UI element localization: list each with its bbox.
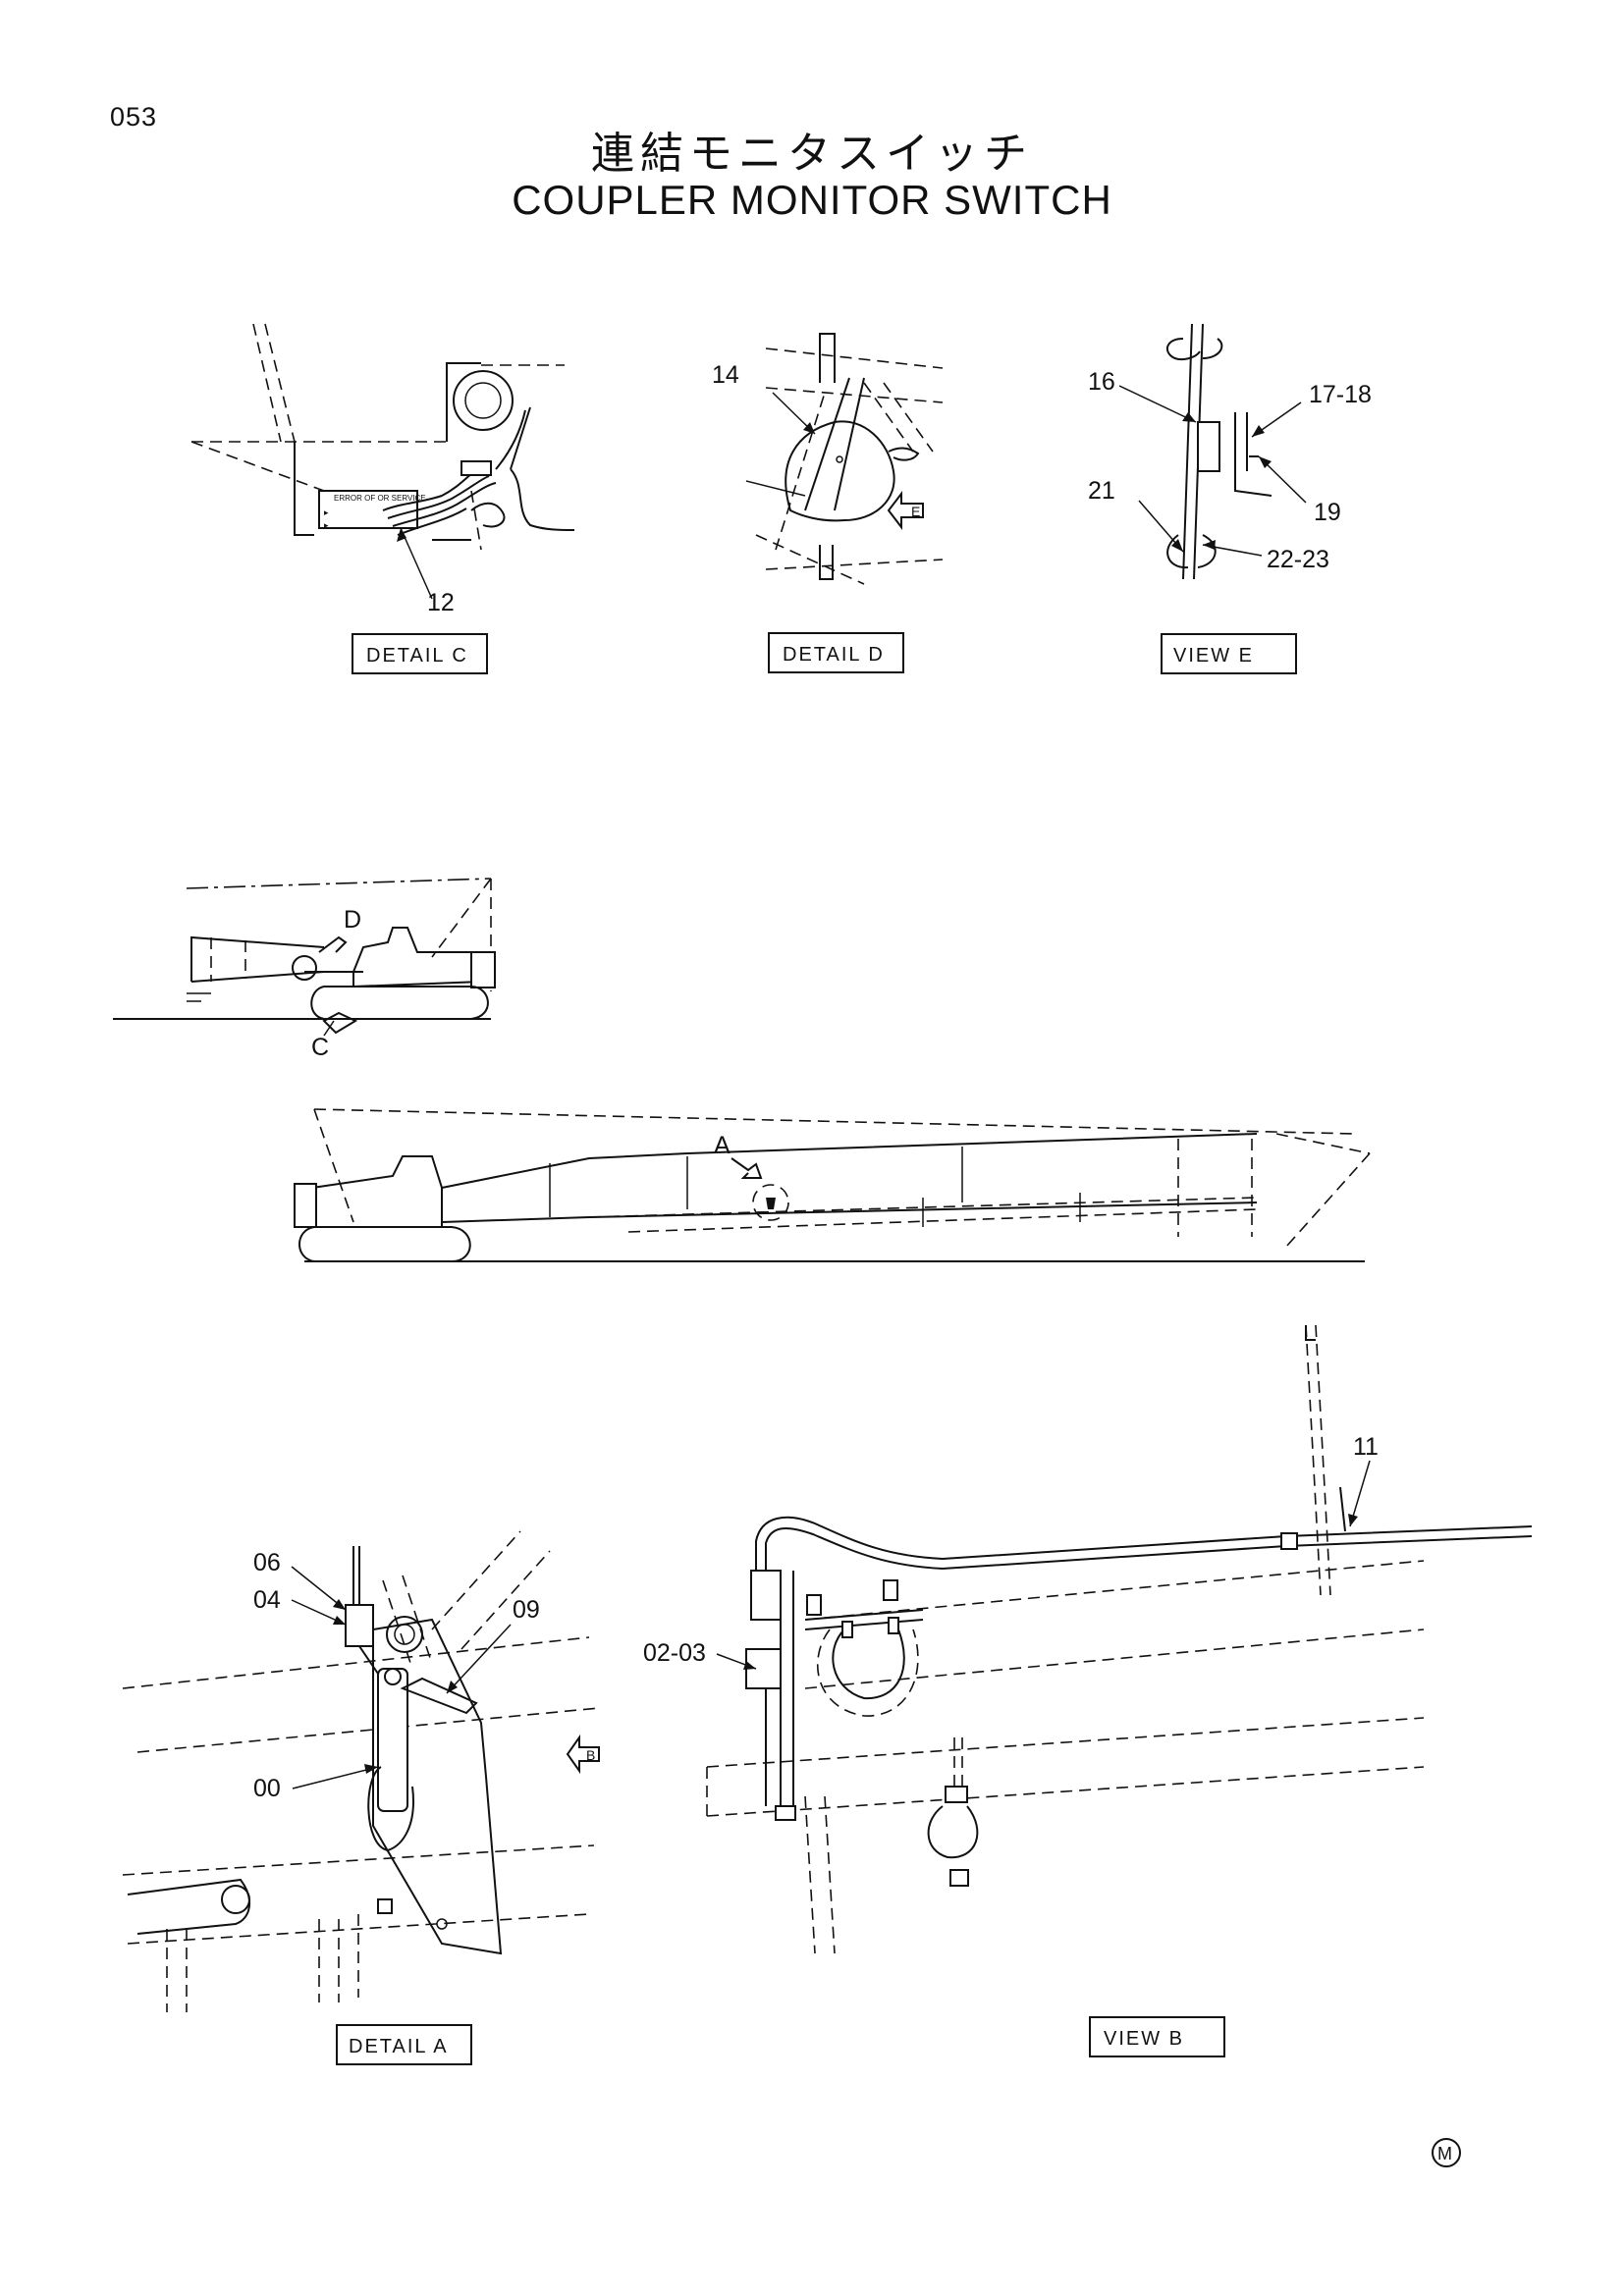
svg-text:▸: ▸	[324, 520, 329, 530]
title-japanese: 連結モニタスイッチ	[591, 129, 1033, 179]
detail-c-caption-box	[352, 633, 488, 674]
part-label-00: 00	[253, 1775, 281, 1802]
part-label-06: 06	[253, 1549, 281, 1576]
view-e-drawing: 16 17-18 19 21 22-23 VIEW E	[1088, 323, 1372, 674]
excavator-body-large	[311, 1155, 443, 1228]
corner-mark: M	[1432, 2138, 1461, 2167]
detail-a-caption-box	[336, 2024, 472, 2065]
view-a-circle	[752, 1184, 789, 1221]
view-d-circle	[292, 955, 317, 981]
view-b-drawing: 02-03 11 VIEW B	[643, 1324, 1533, 2057]
part-label-02-03: 02-03	[643, 1639, 706, 1667]
view-a-arrow	[731, 1157, 763, 1179]
view-marker-c: C	[311, 1034, 329, 1061]
svg-text:ERROR OF OR SERVICE: ERROR OF OR SERVICE	[334, 494, 426, 503]
part-label-19: 19	[1314, 499, 1341, 526]
part-label-16: 16	[1088, 368, 1115, 396]
detail-a-caption: DETAIL A	[349, 2036, 449, 2057]
view-marker-e: E	[911, 504, 920, 519]
excavator-track-large	[298, 1226, 471, 1262]
detail-d-caption-box	[768, 632, 904, 673]
view-marker-d: D	[344, 906, 361, 934]
machine-overview-small: D C	[113, 878, 496, 1061]
detail-d-caption: DETAIL D	[783, 644, 885, 666]
detail-c-caption: DETAIL C	[366, 645, 468, 667]
part-label-17-18: 17-18	[1309, 381, 1372, 408]
detail-a-drawing: B 06 04 09 00 DETAIL A	[122, 1530, 600, 2065]
view-e-arrow	[887, 491, 924, 530]
view-b-caption-box	[1089, 2016, 1225, 2057]
part-label-14: 14	[712, 361, 739, 389]
view-b-caption: VIEW B	[1104, 2028, 1184, 2050]
part-label-22-23: 22-23	[1267, 546, 1329, 573]
svg-text:▸: ▸	[324, 507, 329, 517]
detail-d-drawing: 14 E DETAIL D	[712, 333, 944, 673]
part-label-04: 04	[253, 1586, 281, 1614]
machine-overview-large: A	[294, 1108, 1371, 1262]
view-marker-a: A	[714, 1132, 731, 1159]
view-marker-b: B	[586, 1747, 595, 1763]
lever-arm	[377, 1668, 408, 1812]
bracket-disc	[785, 420, 895, 522]
view-c-arrow	[322, 1011, 358, 1035]
hose-clamp	[927, 1805, 979, 1859]
pin-boss	[453, 370, 514, 431]
corner-mark-letter: M	[1437, 2144, 1452, 2163]
part-label-21: 21	[1088, 477, 1115, 505]
view-e-caption: VIEW E	[1173, 645, 1254, 667]
u-bolt-clamp	[832, 1629, 905, 1700]
part-label-12: 12	[427, 589, 455, 616]
detail-c-drawing: ERROR OF OR SERVICE ▸ ▸ 12 DETAIL C	[190, 323, 575, 674]
view-b-arrow	[566, 1734, 600, 1775]
view-e-caption-box	[1161, 633, 1297, 674]
excavator-body	[352, 927, 482, 988]
title-english: COUPLER MONITOR SWITCH	[512, 177, 1112, 223]
page-number: 053	[110, 102, 158, 132]
part-label-09: 09	[513, 1596, 540, 1624]
limit-switch	[345, 1604, 374, 1647]
pressure-switch	[750, 1570, 782, 1621]
part-label-11: 11	[1353, 1433, 1379, 1461]
striker-pin	[400, 1677, 478, 1715]
mounting-plate	[372, 1618, 503, 1955]
